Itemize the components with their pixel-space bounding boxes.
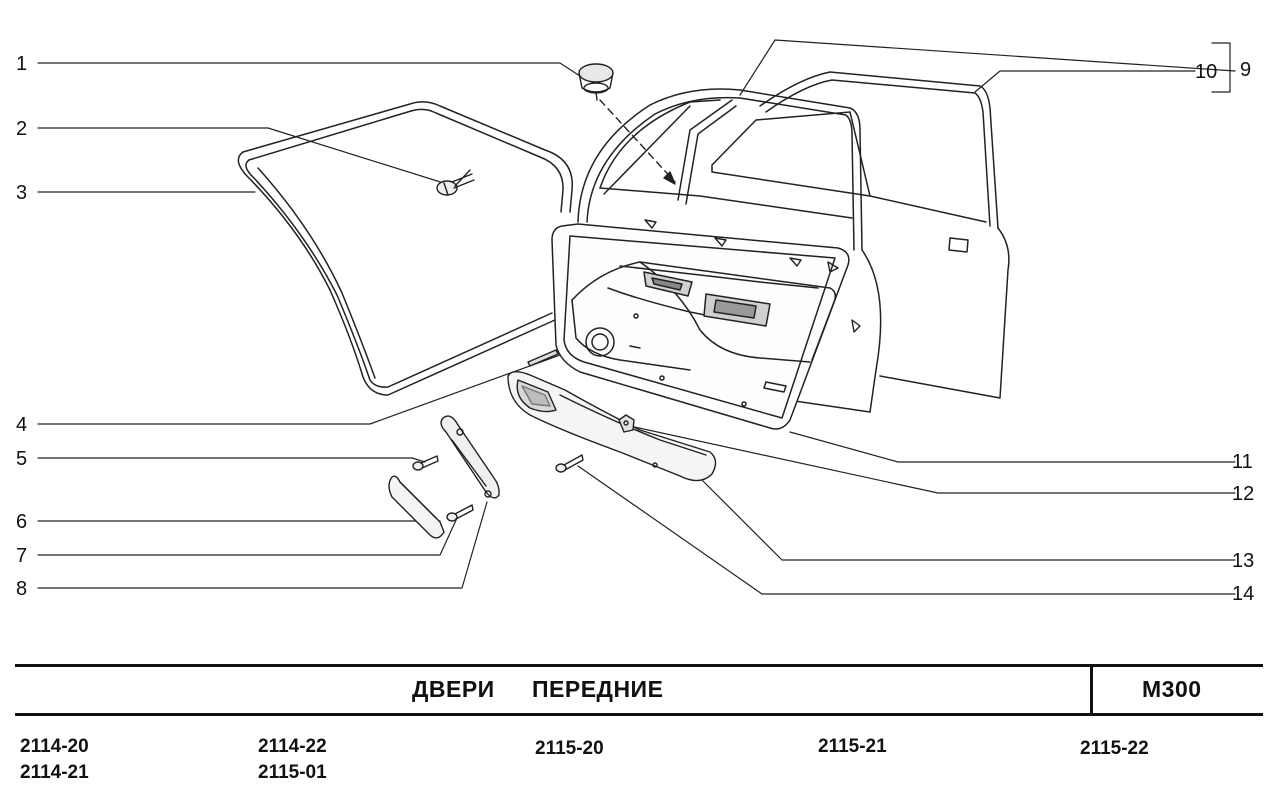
callout-14: 14 <box>1232 583 1255 605</box>
callout-11: 11 <box>1232 451 1253 473</box>
callout-8: 8 <box>16 578 28 600</box>
section-code: М300 <box>1142 676 1202 702</box>
callout-4: 4 <box>16 414 28 436</box>
title-divider <box>1090 667 1093 713</box>
callout-3: 3 <box>16 182 28 204</box>
strip-part-4 <box>527 349 559 367</box>
callout-10: 10 <box>1195 61 1218 83</box>
model-code: 2114-22 <box>258 736 327 757</box>
clip-marks <box>644 219 861 333</box>
door-trim-panel <box>551 223 850 430</box>
arrow-head <box>663 171 676 185</box>
title-word-2: ПЕРЕДНИЕ <box>532 676 664 702</box>
callout-7: 7 <box>16 545 28 567</box>
leader-lines <box>37 39 1236 595</box>
model-code: 2115-22 <box>1080 738 1149 759</box>
callout-13: 13 <box>1232 550 1255 572</box>
callout-2: 2 <box>16 118 28 140</box>
grommet-part-1 <box>578 63 614 101</box>
model-code: 2114-21 <box>20 762 89 783</box>
callout-1: 1 <box>16 53 28 75</box>
door-frame <box>577 88 882 413</box>
title-band <box>15 664 1263 716</box>
screw-part-7 <box>446 504 474 522</box>
callout-12: 12 <box>1232 483 1255 505</box>
callout-5: 5 <box>16 448 28 470</box>
model-code: 2115-01 <box>258 762 327 783</box>
door-seal-part-3 <box>237 101 573 396</box>
grommet-guide-arrow <box>599 99 676 183</box>
clip-part-11-12 <box>618 414 635 433</box>
title-word-1: ДВЕРИ <box>412 676 495 702</box>
bracket-part-8 <box>440 415 500 499</box>
model-code: 2114-20 <box>20 736 89 757</box>
callout-6: 6 <box>16 511 28 533</box>
armrest-part-13 <box>507 371 717 482</box>
screw-part-14 <box>555 454 584 473</box>
rear-door <box>711 71 1010 413</box>
handle-part-6 <box>388 475 445 539</box>
model-code: 2115-21 <box>818 736 887 757</box>
screw-part-5 <box>412 455 439 471</box>
clip-part-2 <box>436 169 475 196</box>
callout-9: 9 <box>1240 59 1252 81</box>
model-code: 2115-20 <box>535 738 604 759</box>
